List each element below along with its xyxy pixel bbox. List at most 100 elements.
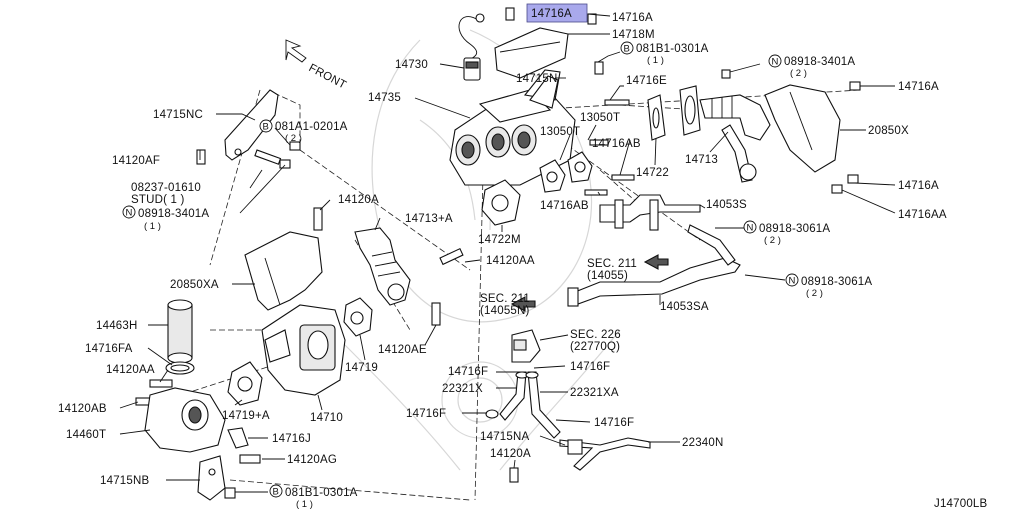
callout-081a1[interactable]: B 081A1-0201A ( 2 ) xyxy=(259,119,348,144)
callout-14713a[interactable]: 14713+A xyxy=(405,213,453,225)
callout-14716a[interactable]: 14716A xyxy=(612,12,653,24)
heat-shield-part xyxy=(494,27,569,79)
bracket-14715nb-part xyxy=(197,455,226,501)
pressure-sensor-part xyxy=(511,329,541,363)
callout-14716fa[interactable]: 14716FA xyxy=(85,343,133,355)
bracket-14715nc-part xyxy=(224,89,279,161)
callout-14120ae[interactable]: 14120AE xyxy=(378,344,427,356)
callout-081b1-top[interactable]: B 081B1-0301A ( 1 ) xyxy=(620,41,709,66)
callout-22321x[interactable]: 22321X xyxy=(442,383,483,395)
callout-14053sa[interactable]: 14053SA xyxy=(660,301,709,313)
callout-14716aa[interactable]: 14716AA xyxy=(898,209,947,221)
svg-text:(14055N): (14055N) xyxy=(480,305,530,317)
leader-lines xyxy=(119,13,896,493)
callout-14716f-lower-right[interactable]: 14716F xyxy=(594,417,634,429)
callout-14120a-lower[interactable]: 14120A xyxy=(490,448,531,460)
callout-14722[interactable]: 14722 xyxy=(636,167,669,179)
callout-14120aa-left[interactable]: 14120AA xyxy=(106,364,155,376)
callout-14716f-lower-left[interactable]: 14716F xyxy=(406,408,446,420)
callout-20850xa[interactable]: 20850XA xyxy=(170,279,219,291)
callout-stud[interactable]: STUD( 1 ) xyxy=(131,194,185,206)
callout-20850x[interactable]: 20850X xyxy=(868,125,909,137)
bracket-14715n-part xyxy=(529,75,559,109)
callout-14719[interactable]: 14719 xyxy=(345,362,378,374)
callout-14120ab[interactable]: 14120AB xyxy=(58,403,107,415)
callout-08918-3401a-left[interactable]: N 08918-3401A ( 1 ) xyxy=(122,205,209,232)
gasket-14719a-part xyxy=(227,361,263,406)
hoses-22321-part xyxy=(485,371,561,439)
egr-cooler-body-part xyxy=(449,69,576,186)
diagram-id: J14700LB xyxy=(934,498,988,510)
callout-14710[interactable]: 14710 xyxy=(310,412,343,424)
clip-14716j-part xyxy=(227,427,249,449)
heat-shield-20850x-part xyxy=(764,84,841,173)
callout-14120ag[interactable]: 14120AG xyxy=(287,454,337,466)
callout-14716e[interactable]: 14716E xyxy=(626,75,667,87)
tube-22340n-part xyxy=(509,437,651,483)
svg-text:08918-3061A: 08918-3061A xyxy=(759,223,830,235)
callout-08918-3061a-upper[interactable]: N 08918-3061A ( 2 ) xyxy=(743,220,830,246)
section-arrows xyxy=(510,254,669,312)
callout-08918-3401a-top[interactable]: N 08918-3401A ( 2 ) xyxy=(768,54,855,79)
svg-text:( 2 ): ( 2 ) xyxy=(285,133,302,144)
callout-14716j[interactable]: 14716J xyxy=(272,433,311,445)
svg-text:SEC. 211: SEC. 211 xyxy=(587,258,637,270)
egr-pipe-14713-part xyxy=(699,94,771,183)
callout-14463h[interactable]: 14463H xyxy=(96,320,137,332)
callout-08237-01610[interactable]: 08237-01610 xyxy=(131,182,201,194)
callout-14716f-left[interactable]: 14716F xyxy=(448,366,488,378)
svg-text:B: B xyxy=(273,487,279,498)
callout-22340n[interactable]: 22340N xyxy=(682,437,723,449)
pipe-14053s-part xyxy=(599,194,701,231)
svg-text:081A1-0201A: 081A1-0201A xyxy=(275,121,348,133)
gasket-13050t-part xyxy=(539,151,593,193)
callout-14715nc[interactable]: 14715NC xyxy=(153,109,203,121)
callout-14716ab-lower[interactable]: 14716AB xyxy=(540,200,589,212)
callout-14730[interactable]: 14730 xyxy=(395,59,428,71)
gasket-14722m-part xyxy=(481,179,521,226)
svg-text:B: B xyxy=(624,44,630,55)
callout-14120a[interactable]: 14120A xyxy=(338,194,379,206)
valve-bolts-part xyxy=(135,207,464,499)
svg-text:N: N xyxy=(747,223,754,234)
callout-14719a[interactable]: 14719+A xyxy=(222,410,270,422)
svg-text:08918-3061A: 08918-3061A xyxy=(801,276,872,288)
svg-text:081B1-0301A: 081B1-0301A xyxy=(285,487,358,499)
svg-text:08918-3401A: 08918-3401A xyxy=(784,56,855,68)
callout-14716a-highlighted[interactable]: 14716A xyxy=(526,3,588,23)
callout-14715na[interactable]: 14715NA xyxy=(480,431,529,443)
svg-text:N: N xyxy=(126,208,133,219)
svg-text:( 1 ): ( 1 ) xyxy=(296,499,313,510)
section-ref-211-14055n[interactable]: SEC. 211 (14055N) xyxy=(480,293,530,317)
svg-text:( 2 ): ( 2 ) xyxy=(764,235,781,246)
callout-22321xa[interactable]: 22321XA xyxy=(570,387,619,399)
callout-13050t-lower[interactable]: 13050T xyxy=(540,126,580,138)
callout-14716a-right[interactable]: 14716A xyxy=(898,81,939,93)
callout-13050t-upper[interactable]: 13050T xyxy=(580,112,620,124)
callout-14715nb[interactable]: 14715NB xyxy=(100,475,149,487)
callout-08918-3061a-lower[interactable]: N 08918-3061A ( 2 ) xyxy=(785,273,872,299)
pipe-14053sa-part xyxy=(567,224,741,307)
callout-14053s[interactable]: 14053S xyxy=(706,199,747,211)
callout-14715n[interactable]: 14715N xyxy=(516,73,557,85)
callout-14460t[interactable]: 14460T xyxy=(66,429,106,441)
callout-14120aa[interactable]: 14120AA xyxy=(486,255,535,267)
callout-14718m[interactable]: 14718M xyxy=(612,29,655,41)
svg-text:(22770Q): (22770Q) xyxy=(570,341,620,353)
callout-14716ab-upper[interactable]: 14716AB xyxy=(592,138,641,150)
section-ref-211-14055[interactable]: SEC. 211 (14055) xyxy=(587,258,637,282)
callout-14735[interactable]: 14735 xyxy=(368,92,401,104)
callout-14713[interactable]: 14713 xyxy=(685,154,718,166)
callout-081b1-bottom[interactable]: B 081B1-0301A ( 1 ) xyxy=(269,484,358,510)
callout-14120af[interactable]: 14120AF xyxy=(112,155,160,167)
section-ref-226-22770q[interactable]: SEC. 226 (22770Q) xyxy=(570,329,621,353)
callout-14722m[interactable]: 14722M xyxy=(478,234,521,246)
callout-14716a-lower[interactable]: 14716A xyxy=(898,180,939,192)
svg-text:(14055): (14055) xyxy=(587,270,628,282)
svg-text:SEC. 226: SEC. 226 xyxy=(570,329,621,341)
svg-text:08918-3401A: 08918-3401A xyxy=(138,208,209,220)
callout-14716f-right[interactable]: 14716F xyxy=(570,361,610,373)
svg-text:081B1-0301A: 081B1-0301A xyxy=(636,43,709,55)
